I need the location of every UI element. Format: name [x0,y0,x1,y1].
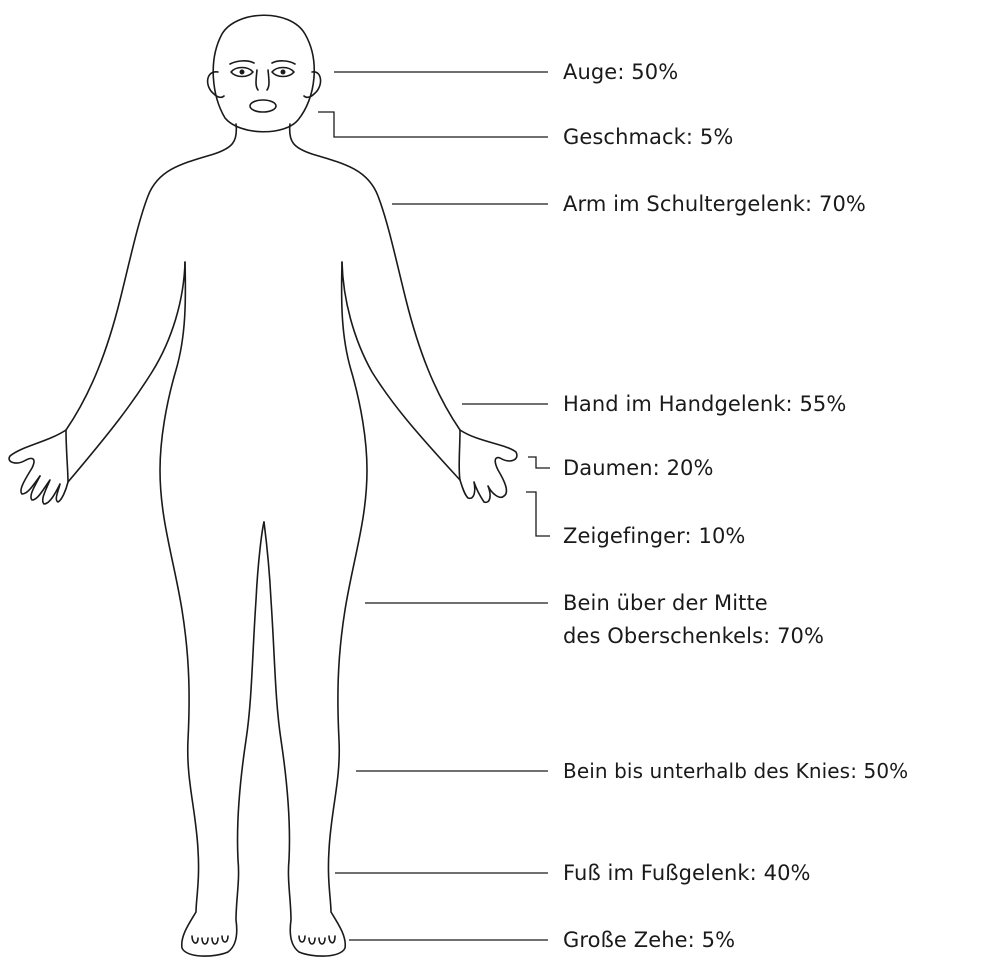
left-pupil [240,70,245,75]
right-hand-fingers [459,430,504,502]
label-auge: Auge: 50% [563,56,678,88]
left-torso-leg [160,262,264,956]
left-hand-fingers [31,430,68,504]
leader-zeigefinger [526,492,550,536]
right-torso-leg [264,262,367,956]
label-fuss: Fuß im Fußgelenk: 40% [563,857,811,889]
label-zehe: Große Zehe: 5% [563,924,735,956]
right-ear [304,72,321,97]
left-side-outline [9,124,236,494]
label-zeigefinger: Zeigefinger: 10% [563,520,745,552]
label-bein-knie: Bein bis unterhalb des Knies: 50% [563,755,908,787]
leader-geschmack [318,112,548,137]
left-inner-arm [68,262,185,482]
nose [256,70,269,90]
leader-daumen [528,457,550,468]
left-toes [192,936,228,944]
label-bein-oben-line2: des Oberschenkels: 70% [563,620,824,652]
head-outline [213,15,314,132]
label-daumen: Daumen: 20% [563,452,714,484]
right-side-outline [290,124,517,496]
mouth [250,100,276,112]
left-brow [230,61,254,64]
label-geschmack: Geschmack: 5% [563,121,733,153]
right-brow [272,61,295,64]
label-arm: Arm im Schultergelenk: 70% [563,188,866,220]
label-hand: Hand im Handgelenk: 55% [563,388,846,420]
right-pupil [281,70,286,75]
label-bein-oben-line1: Bein über der Mitte [563,587,768,619]
right-inner-arm [342,262,460,480]
right-toes [299,936,335,944]
